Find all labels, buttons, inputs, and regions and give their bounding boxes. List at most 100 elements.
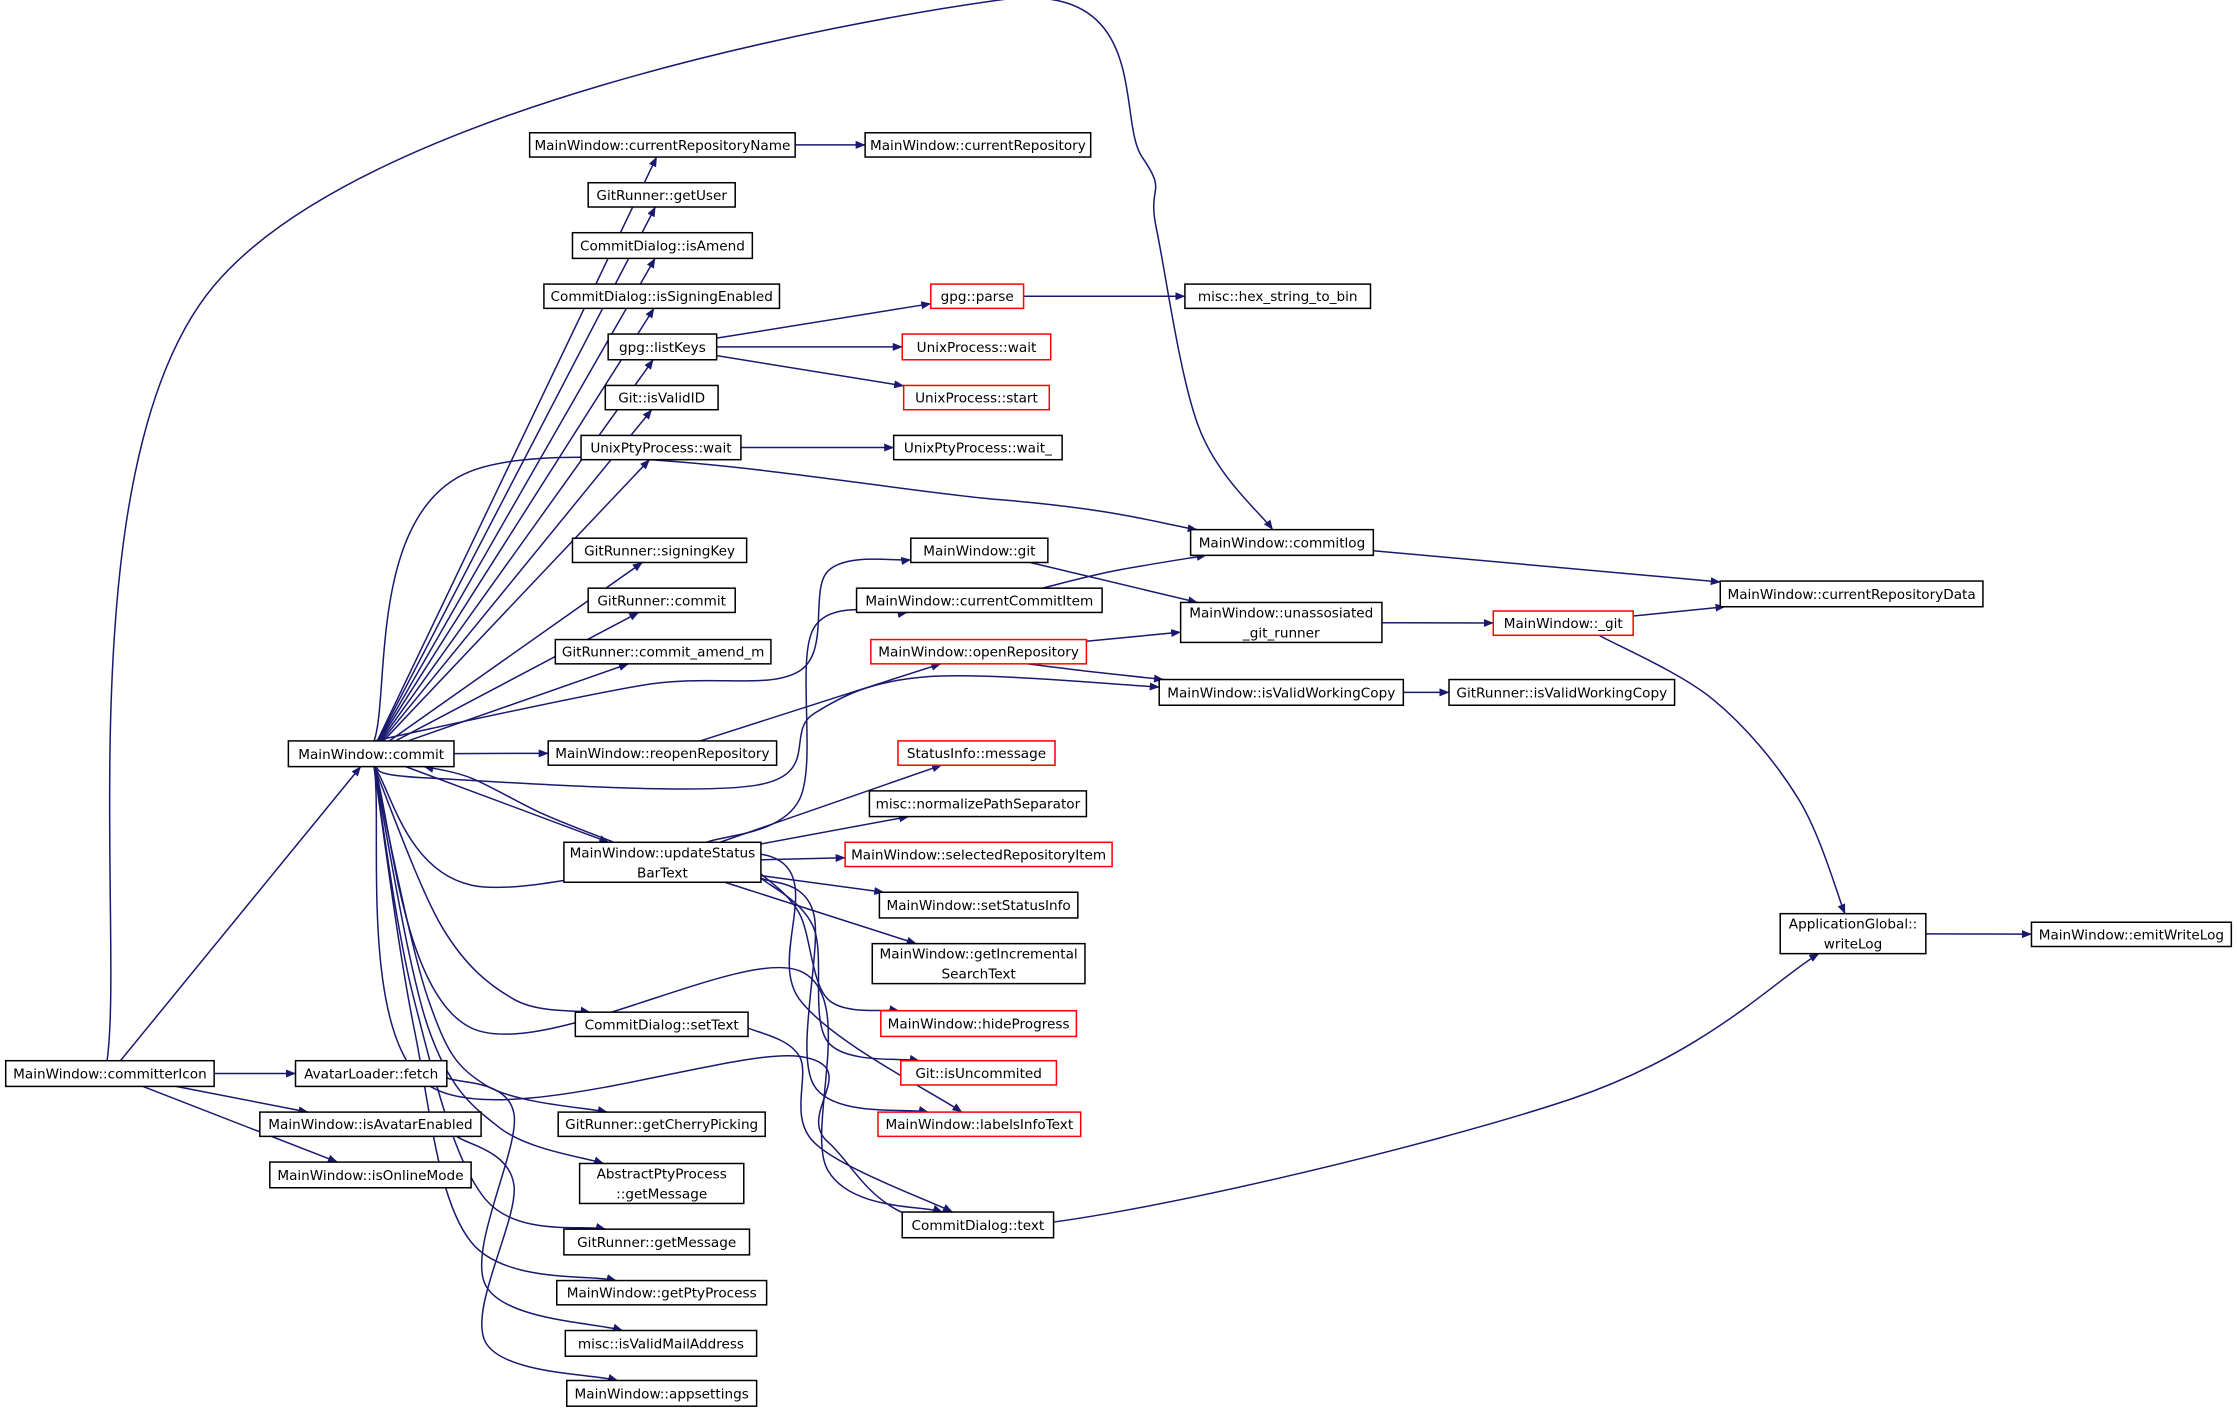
node-label: GitRunner::commit <box>597 593 726 609</box>
graph-node-isUncommited[interactable]: Git::isUncommited <box>900 1059 1058 1086</box>
edge-listKeys-to-unixStart <box>716 354 905 389</box>
graph-node-selectedRepositoryItem[interactable]: MainWindow::selectedRepositoryItem <box>844 841 1113 868</box>
graph-node-emitWriteLog[interactable]: MainWindow::emitWriteLog <box>2030 921 2233 948</box>
node-label: GitRunner::getMessage <box>577 1235 736 1251</box>
node-box <box>901 1211 1055 1239</box>
node-box <box>528 132 796 158</box>
graph-node-hideProgress[interactable]: MainWindow::hideProgress <box>880 1009 1078 1038</box>
node-label: MainWindow::getPtyProcess <box>567 1286 757 1302</box>
node-label: MainWindow::isAvatarEnabled <box>268 1117 472 1133</box>
graph-node-getUser[interactable]: GitRunner::getUser <box>587 181 736 208</box>
graph-node-appsettings[interactable]: MainWindow::appsettings <box>566 1379 758 1407</box>
edge-committerIcon-to-isOnlineMode <box>142 1085 338 1163</box>
node-box <box>563 841 762 884</box>
edge-updateStatusBarText-to-hideProgress <box>760 873 900 1014</box>
graph-node-grCommit[interactable]: GitRunner::commit <box>587 587 736 614</box>
graph-node-openRepository[interactable]: MainWindow::openRepository <box>870 638 1088 665</box>
graph-node-signingKey[interactable]: GitRunner::signingKey <box>571 537 748 564</box>
node-box <box>4 1059 215 1088</box>
node-box <box>855 587 1103 614</box>
node-label: MainWindow::commit <box>298 747 444 763</box>
graph-node-writeLog[interactable]: ApplicationGlobal::writeLog <box>1779 912 1927 955</box>
graph-node-grIsValidWorkingCopy[interactable]: GitRunner::isValidWorkingCopy <box>1448 678 1676 706</box>
graph-node-currentRepositoryName[interactable]: MainWindow::currentRepositoryName <box>528 132 796 158</box>
graph-node-mwUnderscoreGit[interactable]: MainWindow::_git <box>1492 610 1634 637</box>
graph-node-reopenRepository[interactable]: MainWindow::reopenRepository <box>547 740 778 766</box>
graph-node-isAvatarEnabled[interactable]: MainWindow::isAvatarEnabled <box>259 1111 482 1138</box>
graph-node-isValidWorkingCopy[interactable]: MainWindow::isValidWorkingCopy <box>1158 678 1405 706</box>
node-box <box>844 841 1113 868</box>
graph-node-cdText[interactable]: CommitDialog::text <box>901 1211 1055 1239</box>
node-label: UnixPtyProcess::wait_ <box>904 441 1052 457</box>
graph-node-grGetMessage[interactable]: GitRunner::getMessage <box>563 1228 751 1256</box>
graph-node-setStatusInfo[interactable]: MainWindow::setStatusInfo <box>878 891 1079 919</box>
node-label: CommitDialog::isAmend <box>580 239 745 255</box>
graph-node-gpgParse[interactable]: gpg::parse <box>930 283 1025 310</box>
node-box <box>587 181 736 208</box>
graph-node-mwGit[interactable]: MainWindow::git <box>910 537 1049 564</box>
graph-node-getCherryPicking[interactable]: GitRunner::getCherryPicking <box>557 1111 766 1138</box>
edge-updateStatusBarText-to-getIncrementalSearchText <box>724 881 917 945</box>
graph-node-commitAmendM[interactable]: GitRunner::commit_amend_m <box>554 638 772 665</box>
graph-node-normalizePathSeparator[interactable]: misc::normalizePathSeparator <box>868 790 1088 818</box>
edge-currentCommitItem-to-commitlog <box>1041 552 1207 589</box>
node-label: ::getMessage <box>616 1186 707 1202</box>
node-box <box>897 740 1056 766</box>
node-box <box>1184 283 1372 310</box>
graph-node-absGetMessage[interactable]: AbstractPtyProcess::getMessage <box>578 1162 745 1205</box>
graph-node-isAmend[interactable]: CommitDialog::isAmend <box>571 231 754 260</box>
graph-node-unassosiated[interactable]: MainWindow::unassosiated_git_runner <box>1179 601 1383 644</box>
node-label: Git::isValidID <box>618 391 705 407</box>
edge-commitlog-to-currentRepositoryData <box>1373 549 1721 586</box>
node-label: UnixPtyProcess::wait <box>590 441 731 457</box>
graph-node-currentRepositoryData[interactable]: MainWindow::currentRepositoryData <box>1719 580 1984 608</box>
edge-reopenRepository-to-openRepository <box>700 662 942 742</box>
graph-node-unixStart[interactable]: UnixProcess::start <box>902 384 1051 411</box>
node-label: MainWindow::setStatusInfo <box>886 898 1070 914</box>
node-box <box>1448 678 1676 706</box>
node-box <box>910 537 1049 564</box>
node-box <box>880 1009 1078 1038</box>
graph-node-getPtyProcess[interactable]: MainWindow::getPtyProcess <box>556 1279 768 1306</box>
node-box <box>574 1011 749 1038</box>
graph-node-isSigningEnabled[interactable]: CommitDialog::isSigningEnabled <box>543 283 781 310</box>
node-label: MainWindow::selectedRepositoryItem <box>851 847 1106 863</box>
node-label: MainWindow::updateStatus <box>570 845 756 861</box>
graph-node-isValidMailAddress[interactable]: misc::isValidMailAddress <box>564 1329 758 1357</box>
graph-node-isOnlineMode[interactable]: MainWindow::isOnlineMode <box>269 1161 472 1189</box>
node-label: ApplicationGlobal:: <box>1789 917 1917 933</box>
node-label: MainWindow::unassosiated <box>1189 605 1373 621</box>
graph-node-currentRepository[interactable]: MainWindow::currentRepository <box>864 132 1092 158</box>
node-label: AvatarLoader::fetch <box>304 1067 438 1083</box>
graph-node-fetch[interactable]: AvatarLoader::fetch <box>294 1059 448 1088</box>
node-label: misc::normalizePathSeparator <box>876 797 1081 813</box>
node-box <box>607 333 718 361</box>
node-label: GitRunner::getCherryPicking <box>565 1117 758 1133</box>
graph-node-commitlog[interactable]: MainWindow::commitlog <box>1189 528 1375 557</box>
node-box <box>571 231 754 260</box>
node-box <box>287 740 455 768</box>
edge-isAvatarEnabled-to-appsettings <box>456 1135 619 1382</box>
graph-node-ptyWait[interactable]: UnixPtyProcess::wait <box>580 434 742 461</box>
edge-commit-to-grCommit <box>395 611 640 742</box>
graph-node-statusMessage[interactable]: StatusInfo::message <box>897 740 1056 766</box>
graph-node-currentCommitItem[interactable]: MainWindow::currentCommitItem <box>855 587 1103 614</box>
node-label: GitRunner::signingKey <box>584 543 735 559</box>
graph-node-unixWait[interactable]: UnixProcess::wait <box>901 333 1052 361</box>
graph-node-ptyWait_[interactable]: UnixPtyProcess::wait_ <box>892 434 1063 461</box>
node-label: gpg::listKeys <box>619 340 706 356</box>
graph-node-isValidID[interactable]: Git::isValidID <box>604 384 719 411</box>
node-label: MainWindow::getIncremental <box>880 947 1078 963</box>
graph-node-setText[interactable]: CommitDialog::setText <box>574 1011 749 1038</box>
node-label: MainWindow::currentRepositoryData <box>1727 587 1975 603</box>
graph-node-hexStringToBin[interactable]: misc::hex_string_to_bin <box>1184 283 1372 310</box>
graph-node-commit[interactable]: MainWindow::commit <box>287 740 455 768</box>
graph-node-listKeys[interactable]: gpg::listKeys <box>607 333 718 361</box>
node-label: MainWindow::reopenRepository <box>555 746 769 762</box>
node-box <box>892 434 1063 461</box>
graph-node-labelsInfoText[interactable]: MainWindow::labelsInfoText <box>877 1111 1082 1138</box>
edge-committerIcon-to-commit <box>119 766 362 1062</box>
node-box <box>901 333 1052 361</box>
